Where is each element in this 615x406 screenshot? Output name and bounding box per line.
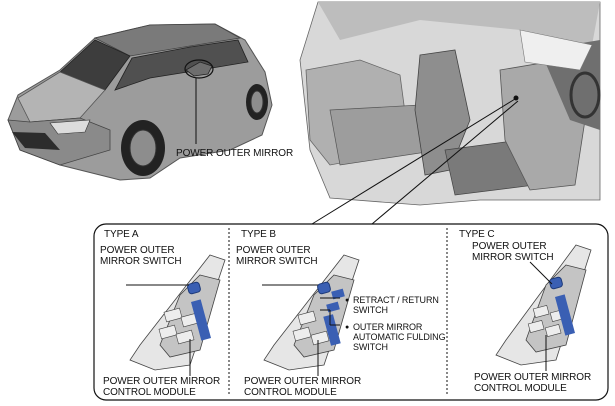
- type-b-module-label: POWER OUTER MIRROR CONTROL MODULE: [244, 376, 362, 398]
- type-a-label: TYPE A: [104, 229, 139, 240]
- power-outer-mirror-label: POWER OUTER MIRROR: [176, 148, 294, 159]
- car-illustration: [7, 23, 273, 181]
- type-c-switch-label: POWER OUTER MIRROR SWITCH: [472, 241, 554, 263]
- type-b-label: TYPE B: [241, 229, 276, 240]
- type-b-switch-label: POWER OUTER MIRROR SWITCH: [236, 245, 318, 267]
- switch-panel-c: [495, 244, 592, 366]
- automatic-folding-switch-label: OUTER MIRROR AUTOMATIC FULDING SWITCH: [345, 322, 446, 352]
- type-a-module-label: POWER OUTER MIRROR CONTROL MODULE: [103, 376, 221, 398]
- retract-return-switch-label: RETRACT / RETURN SWITCH: [345, 295, 439, 315]
- type-c-label: TYPE C: [459, 229, 495, 240]
- interior-illustration: [299, 1, 601, 225]
- type-a-switch-label: POWER OUTER MIRROR SWITCH: [100, 245, 182, 267]
- type-c-module-label: POWER OUTER MIRROR CONTROL MODULE: [474, 372, 592, 394]
